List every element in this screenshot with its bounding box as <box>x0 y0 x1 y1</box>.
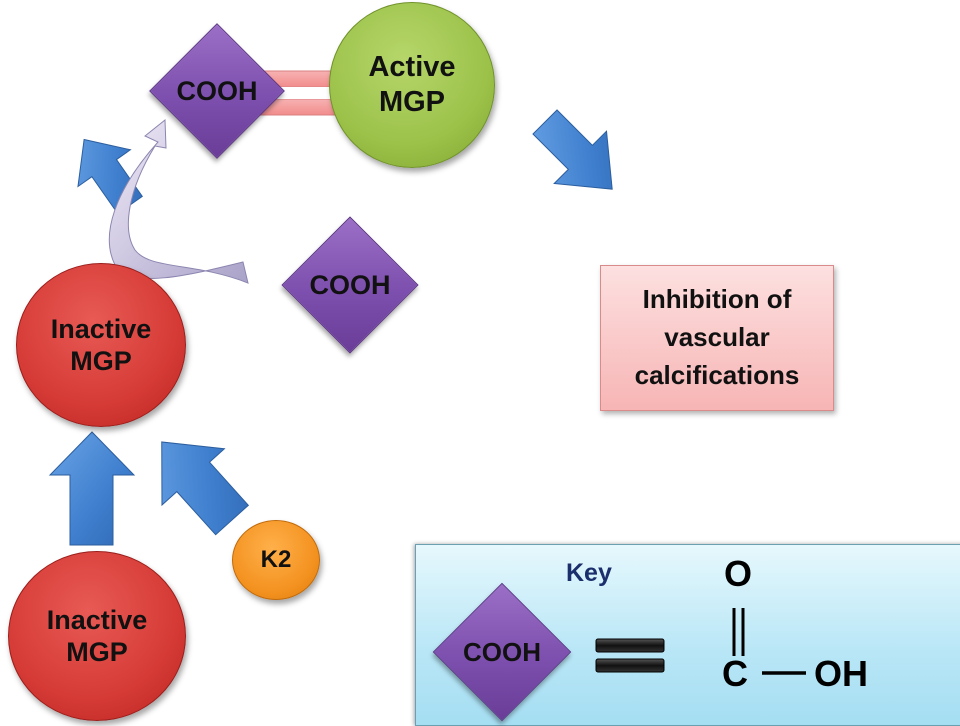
formula-hydroxyl: OH <box>814 653 868 694</box>
inactive-mgp-line1: Inactive <box>50 313 152 344</box>
inactive-mgp-line2: MGP <box>70 346 132 376</box>
outcome-box: Inhibition of vascular calcifications <box>600 265 834 411</box>
outcome-line2: vascular <box>664 322 770 353</box>
cooh-label: COOH <box>309 269 391 300</box>
cooh-diamond-middle: COOH <box>280 216 420 354</box>
equals-sign-icon <box>595 608 806 675</box>
key-title: Key <box>566 559 612 587</box>
k2-label: K2 <box>260 546 292 573</box>
cooh-label: COOH <box>176 75 258 106</box>
inactive-mgp-line1: Inactive <box>46 604 148 635</box>
arrow-down-right-icon <box>532 109 613 190</box>
outcome-line3: calcifications <box>634 359 800 390</box>
arrow-up-left-icon <box>161 441 250 536</box>
k2-node: K2 <box>232 520 320 600</box>
outcome-line1: Inhibition of <box>642 284 792 315</box>
inactive-mgp-node-upper: Inactive MGP <box>16 263 186 427</box>
formula-carbon: C <box>722 653 748 694</box>
cooh-diamond-key: COOH <box>432 582 572 722</box>
active-mgp-node: Active MGP <box>329 2 495 168</box>
key-panel: Key COOH O C OH <box>415 544 960 726</box>
arrow-up-icon <box>48 431 136 546</box>
cooh-label: COOH <box>463 636 541 667</box>
active-mgp-line1: Active <box>368 51 456 84</box>
inactive-mgp-node-lower: Inactive MGP <box>8 551 186 721</box>
active-mgp-line2: MGP <box>378 86 446 118</box>
cooh-diamond-top: COOH <box>149 23 285 159</box>
formula-oxygen: O <box>724 553 753 594</box>
inactive-mgp-line2: MGP <box>66 637 128 667</box>
